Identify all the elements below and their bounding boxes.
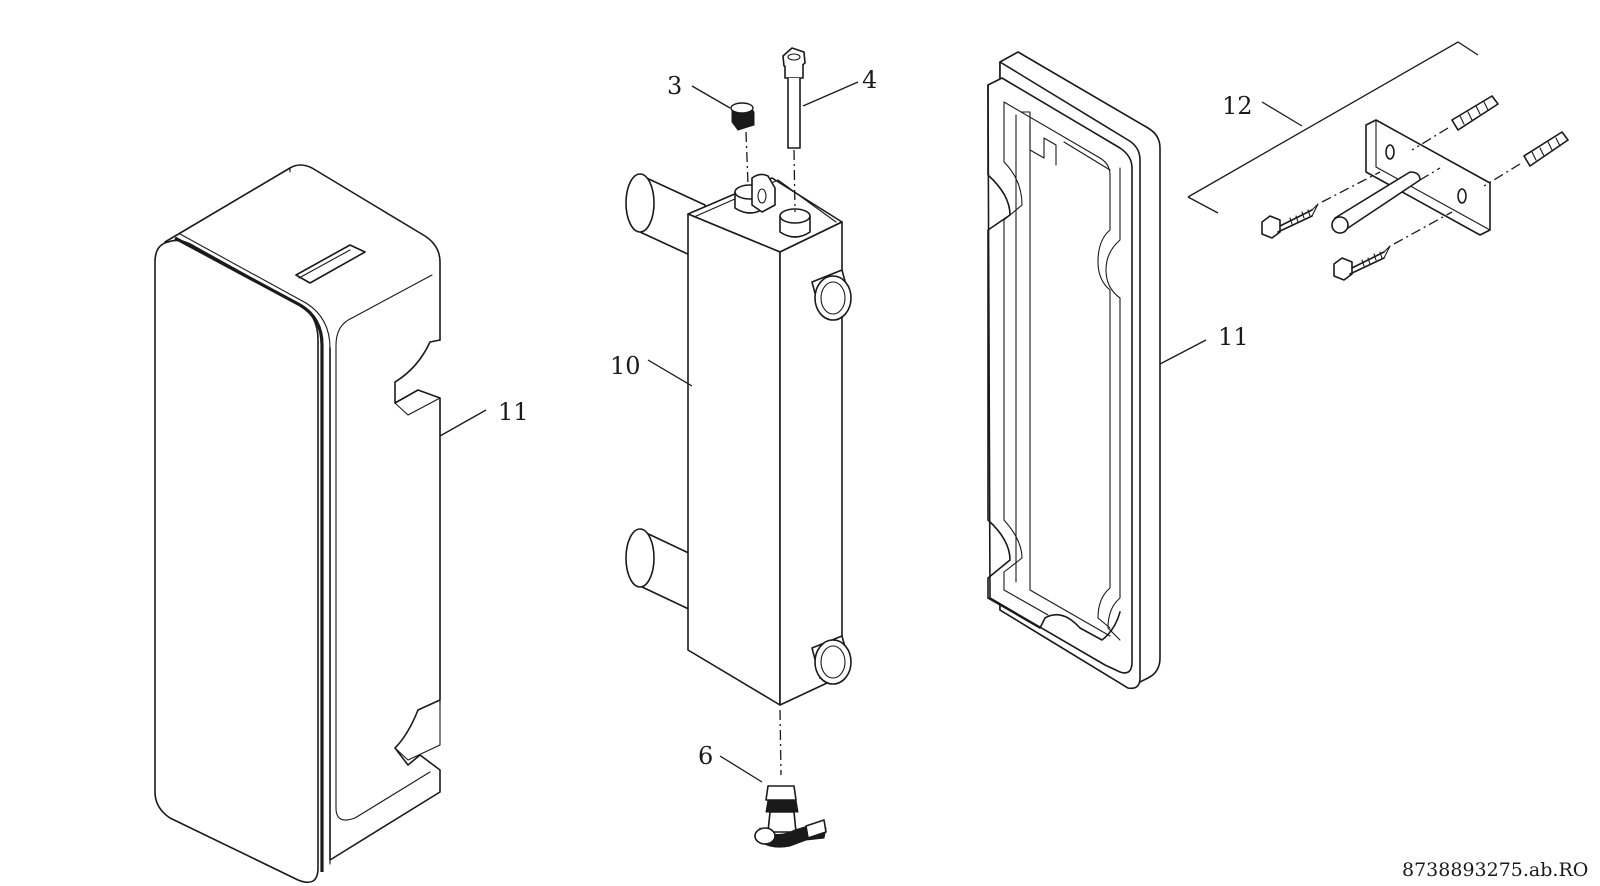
sensor-well [782, 47, 806, 213]
insulation-shell-rear [987, 51, 1161, 690]
leader-10 [647, 359, 693, 387]
label-11-left: 11 [498, 398, 529, 426]
leader-11-right [1159, 339, 1207, 365]
label-11-right: 11 [1218, 323, 1249, 351]
leader-6 [719, 755, 763, 783]
callouts: 3 4 6 10 11 11 12 [439, 66, 1303, 783]
label-6: 6 [698, 742, 713, 770]
label-10: 10 [610, 352, 641, 380]
hydraulic-separator [625, 173, 852, 706]
label-4: 4 [862, 66, 877, 94]
leader-4 [802, 81, 859, 107]
leader-12 [1261, 101, 1303, 127]
leader-3 [691, 85, 731, 109]
drain-valve [754, 709, 827, 848]
leader-11-left [439, 409, 487, 437]
mounting-kit [1187, 41, 1569, 281]
document-code: 8738893275.ab.RO [1402, 859, 1588, 881]
label-3: 3 [667, 72, 682, 100]
insulation-shell-front [154, 164, 441, 884]
label-12: 12 [1222, 92, 1253, 120]
vent-cap [730, 102, 755, 186]
